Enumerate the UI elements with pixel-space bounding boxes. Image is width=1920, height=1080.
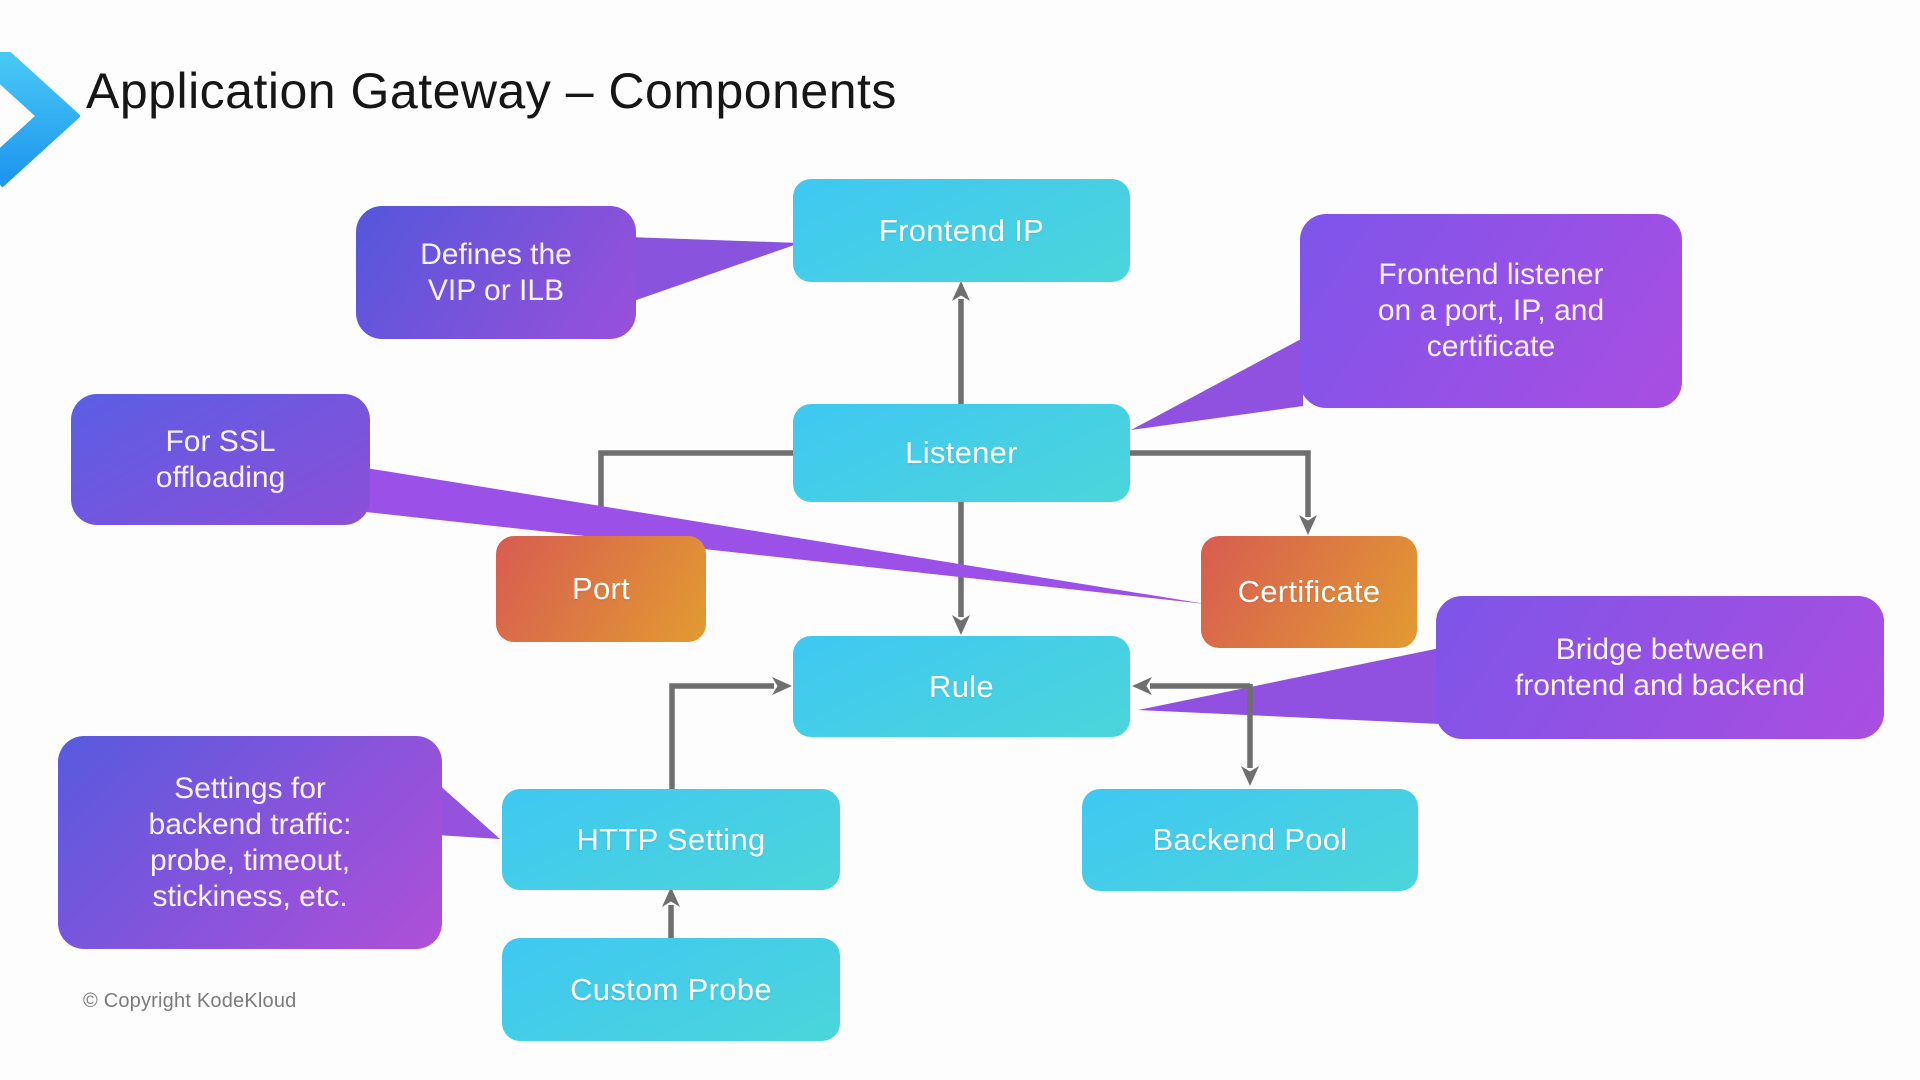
callout-http-setting-note: Settings for backend traffic: probe, tim… bbox=[58, 736, 442, 949]
node-port-label: Port bbox=[571, 571, 631, 606]
title-chevron-icon bbox=[0, 44, 82, 197]
arrow-listener-to-certificate bbox=[1130, 450, 1317, 535]
node-rule-label: Rule bbox=[929, 668, 994, 704]
node-custom-probe: Custom Probe bbox=[502, 938, 840, 1041]
callout-http-setting-note-text: Settings for backend traffic: probe, tim… bbox=[148, 771, 352, 913]
arrow-listener-to-port bbox=[592, 450, 793, 535]
callout-ssl-note-text: For SSL offloading bbox=[155, 424, 286, 494]
node-backend-pool: Backend Pool bbox=[1082, 789, 1418, 891]
node-rule: Rule bbox=[793, 636, 1130, 737]
copyright-text: © Copyright KodeKloud bbox=[83, 990, 297, 1012]
callout-ssl-note: For SSL offloading bbox=[71, 394, 370, 525]
node-listener-label: Listener bbox=[905, 435, 1018, 470]
page-title: Application Gateway – Components bbox=[86, 63, 897, 119]
callout-tail-listener bbox=[1131, 338, 1303, 430]
callout-tail-bridge bbox=[1138, 648, 1440, 724]
node-certificate-label: Certificate bbox=[1237, 574, 1381, 609]
callout-tail-ssl bbox=[366, 468, 1206, 604]
node-listener: Listener bbox=[793, 404, 1130, 502]
arrow-http-setting-to-rule bbox=[669, 677, 792, 789]
callout-frontend-ip-note: Defines the VIP or ILB bbox=[356, 206, 636, 339]
callout-rule-note-text: Bridge between frontend and backend bbox=[1514, 632, 1806, 702]
node-custom-probe-label: Custom Probe bbox=[570, 971, 772, 1007]
callout-frontend-ip-note-text: Defines the VIP or ILB bbox=[420, 237, 572, 307]
node-http-setting: HTTP Setting bbox=[502, 789, 840, 890]
callout-listener-note: Frontend listener on a port, IP, and cer… bbox=[1300, 214, 1682, 408]
callout-listener-note-text: Frontend listener on a port, IP, and cer… bbox=[1377, 258, 1605, 363]
node-port: Port bbox=[496, 536, 706, 642]
node-frontend-ip: Frontend IP bbox=[793, 179, 1130, 282]
node-backend-pool-label: Backend Pool bbox=[1152, 822, 1348, 857]
node-http-setting-label: HTTP Setting bbox=[576, 821, 766, 857]
callout-rule-note: Bridge between frontend and backend bbox=[1436, 596, 1884, 739]
callout-tail-defines bbox=[628, 237, 800, 303]
node-certificate: Certificate bbox=[1201, 536, 1417, 648]
node-frontend-ip-label: Frontend IP bbox=[878, 212, 1045, 248]
